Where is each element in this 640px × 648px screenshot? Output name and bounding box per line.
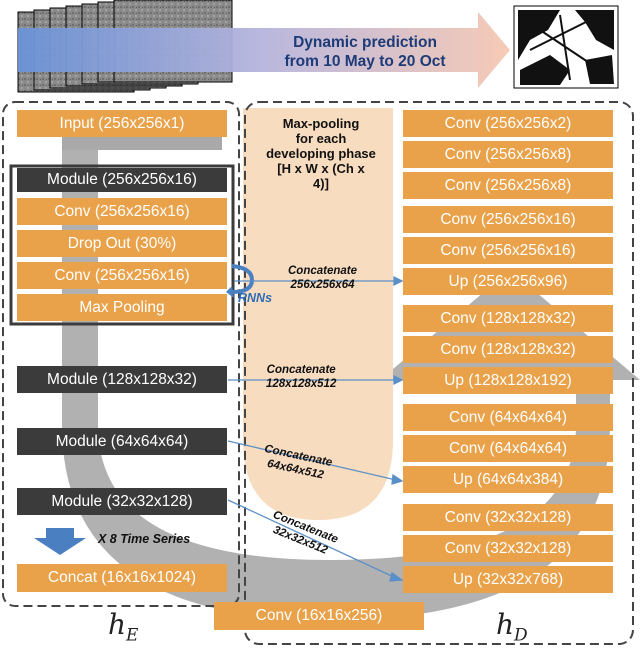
concat-label-2-line1: Concatenate bbox=[266, 364, 336, 376]
decoder-block-3: Conv (256x256x8) bbox=[403, 172, 613, 199]
conv2-block: Conv (256x256x16) bbox=[17, 262, 227, 289]
heading-line-4: [H x W x (Ch x bbox=[277, 161, 365, 176]
decoder-block-2: Conv (256x256x8) bbox=[403, 141, 613, 168]
decoder-block-15: Up (32x32x768) bbox=[403, 566, 613, 593]
decoder-frame bbox=[244, 101, 634, 645]
decoder-block-7: Conv (128x128x32) bbox=[403, 305, 613, 332]
banner-text: Dynamic prediction from 10 May to 20 Oct bbox=[240, 33, 490, 71]
input-block: Input (256x256x1) bbox=[17, 110, 227, 137]
heading-line-1: Max-pooling bbox=[282, 116, 360, 131]
heading-line-3: developing phase bbox=[266, 146, 376, 161]
conv1-block: Conv (256x256x16) bbox=[17, 198, 227, 225]
concat-label-2: Concatenate 128x128x512 bbox=[266, 363, 336, 391]
heading-line-5: 4)] bbox=[313, 176, 329, 191]
time-series-label: X 8 Time Series bbox=[98, 532, 191, 546]
decoder-block-5: Conv (256x256x16) bbox=[403, 237, 613, 264]
decoder-block-13: Conv (32x32x128) bbox=[403, 504, 613, 531]
module1-block: Module (256x256x16) bbox=[17, 168, 227, 192]
module4-block: Module (32x32x128) bbox=[17, 488, 227, 515]
banner-arrow bbox=[18, 12, 510, 88]
decoder-block-12: Up (64x64x384) bbox=[403, 466, 613, 493]
banner-text-line2: from 10 May to 20 Oct bbox=[284, 53, 446, 70]
dropout-block: Drop Out (30%) bbox=[17, 230, 227, 257]
concat-block: Concat (16x16x1024) bbox=[17, 564, 227, 592]
maxpool-heading: Max-pooling for each developing phase [H… bbox=[256, 116, 386, 191]
maxpool-block: Max Pooling bbox=[17, 294, 227, 321]
maxpool-column bbox=[243, 108, 393, 520]
decoder-label: hD bbox=[496, 608, 528, 646]
decoder-block-10: Conv (64x64x64) bbox=[403, 404, 613, 431]
module3-block: Module (64x64x64) bbox=[17, 428, 227, 455]
time-series-arrow-icon bbox=[34, 528, 86, 555]
decoder-block-9: Up (128x128x192) bbox=[403, 367, 613, 394]
decoder-block-11: Conv (64x64x64) bbox=[403, 435, 613, 462]
decoder-label-main: h bbox=[496, 608, 515, 641]
encoder-label-sub: E bbox=[126, 625, 139, 646]
heading-line-2: for each bbox=[295, 131, 347, 146]
rnn-label: RNNs bbox=[238, 291, 273, 305]
output-prediction-image bbox=[513, 5, 619, 89]
decoder-block-8: Conv (128x128x32) bbox=[403, 336, 613, 363]
rnn-loop-icon bbox=[231, 264, 255, 294]
decoder-block-1: Conv (256x256x2) bbox=[403, 110, 613, 137]
decoder-label-sub: D bbox=[514, 625, 528, 646]
module1-outline bbox=[9, 164, 235, 326]
decoder-block-14: Conv (32x32x128) bbox=[403, 535, 613, 562]
banner-text-line1: Dynamic prediction bbox=[293, 34, 437, 51]
concat-label-2-line2: 128x128x512 bbox=[266, 378, 337, 390]
encoder-frame bbox=[2, 101, 240, 607]
concat-label-1-line1: Concatenate bbox=[288, 265, 358, 277]
bottleneck-block: Conv (16x16x256) bbox=[214, 602, 424, 630]
encoder-label: hE bbox=[108, 608, 138, 646]
concat-arrows bbox=[227, 275, 404, 582]
module2-block: Module (128x128x32) bbox=[17, 366, 227, 393]
decoder-block-4: Conv (256x256x16) bbox=[403, 206, 613, 233]
concat-label-1: Concatenate 256x256x64 bbox=[288, 264, 357, 292]
decoder-block-6: Up (256x256x96) bbox=[403, 268, 613, 295]
concat-label-1-line2: 256x256x64 bbox=[290, 279, 355, 291]
encoder-label-main: h bbox=[108, 608, 127, 641]
